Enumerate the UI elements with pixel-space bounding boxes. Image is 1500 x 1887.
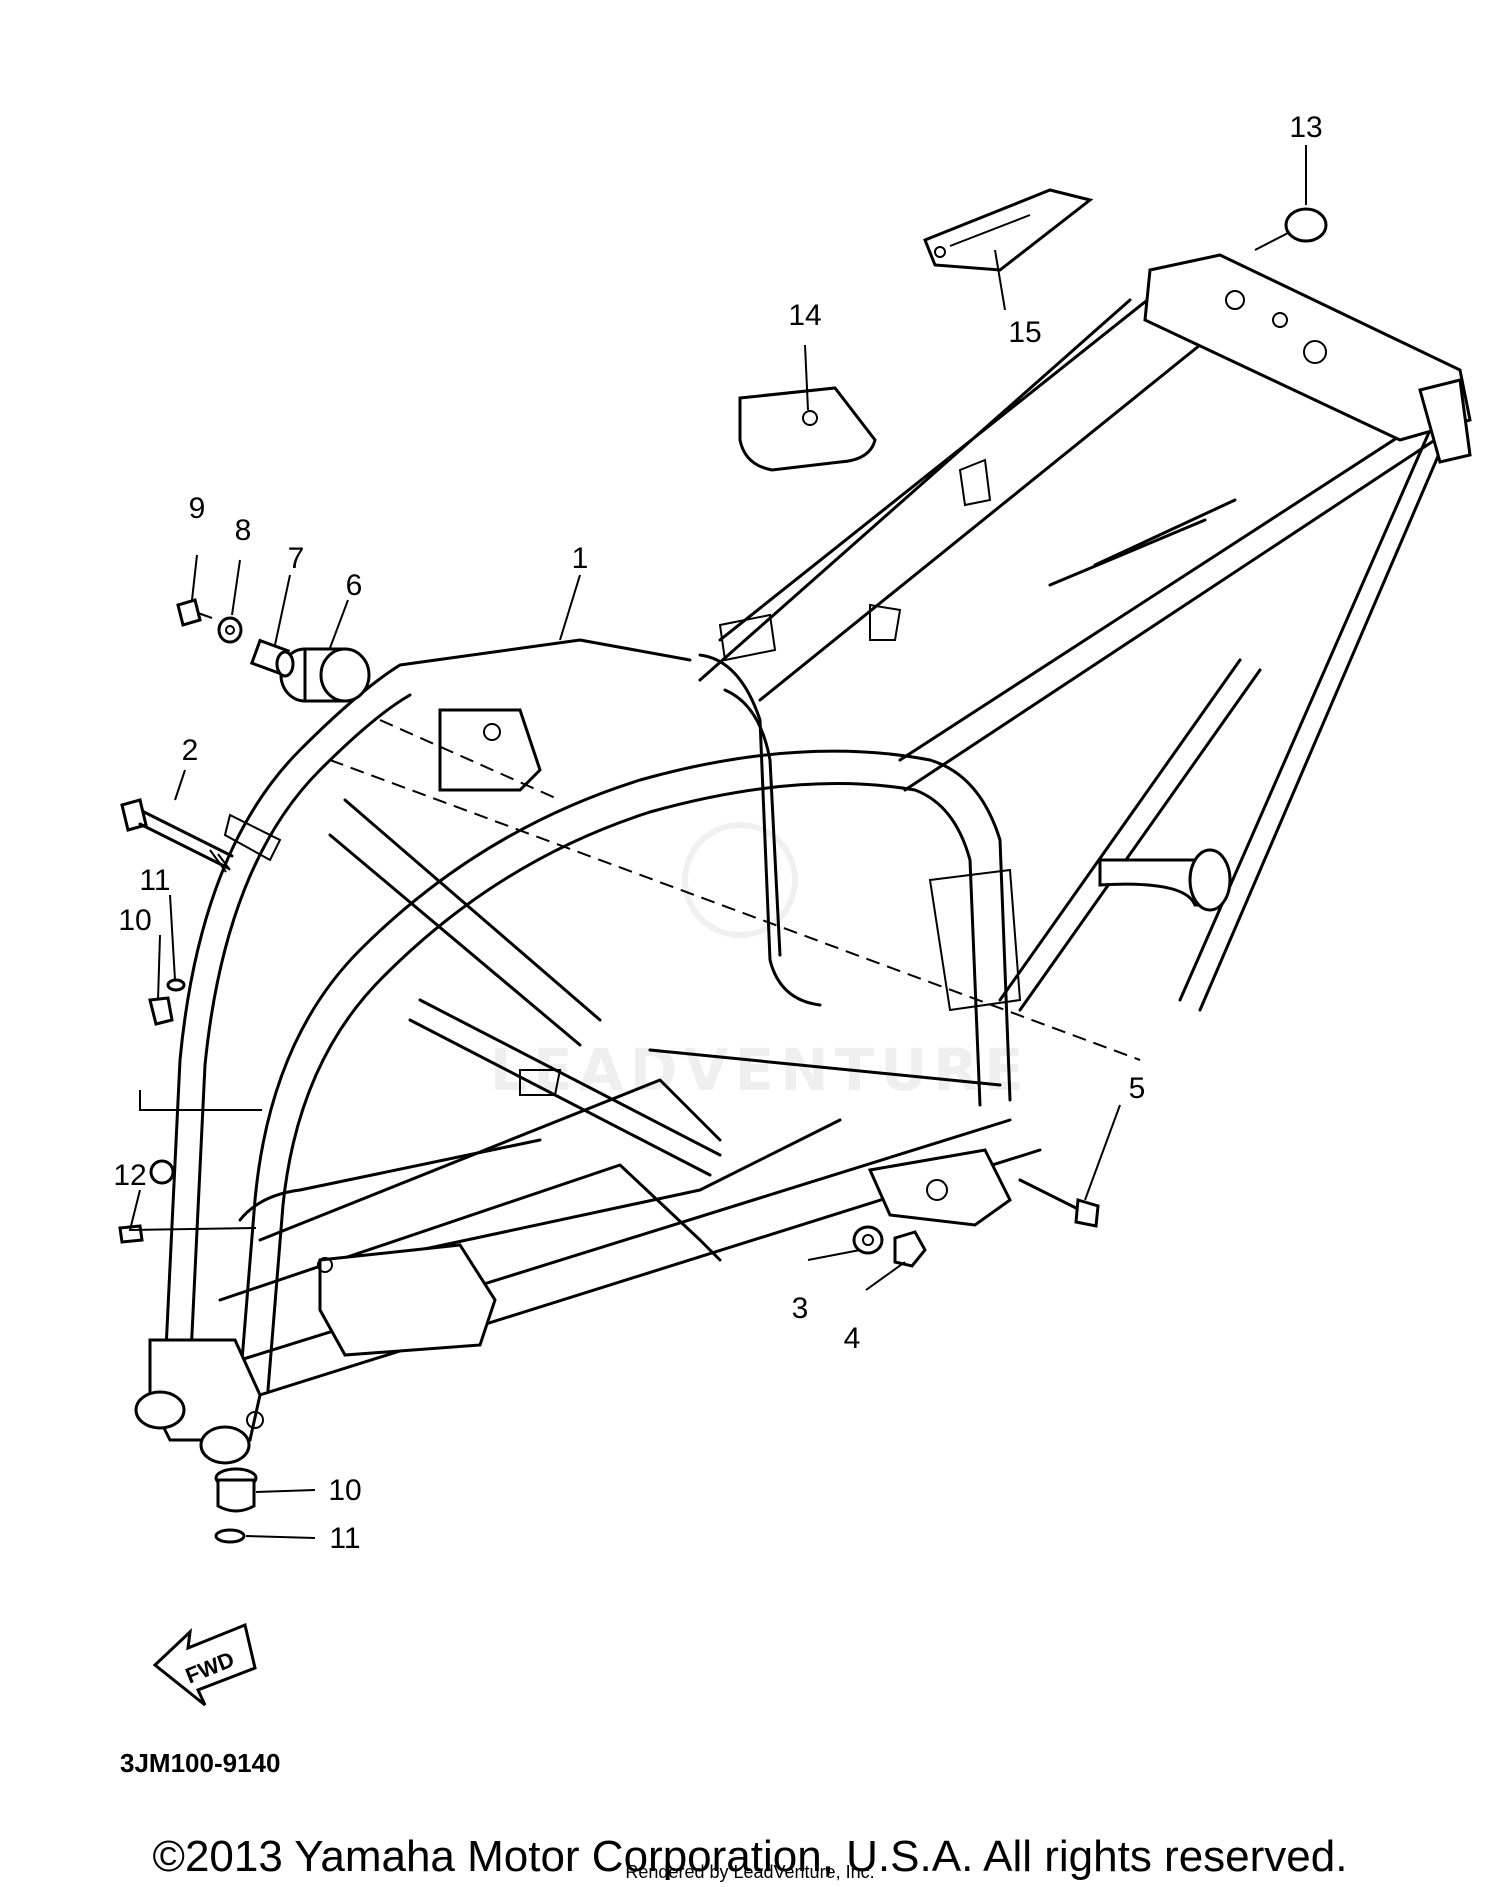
- drawing-code: 3JM100-9140: [120, 1748, 280, 1778]
- callout-9: 9: [189, 492, 206, 525]
- part-13-cap: [1254, 207, 1328, 251]
- callout-7: 7: [288, 542, 305, 575]
- part-3-washer: [852, 1225, 884, 1255]
- part-11-ring-upper: [166, 978, 186, 992]
- part-5-bolt: [1018, 1178, 1100, 1228]
- part-11-ring-lower: [214, 1528, 246, 1544]
- part-8-washer: [217, 616, 243, 644]
- rendered-by-credit: Rendered by LeadVenture, Inc.: [625, 1862, 875, 1882]
- svg-text:LEADVENTURE: LEADVENTURE: [490, 1036, 1030, 1104]
- callout-5: 5: [1129, 1072, 1146, 1105]
- callout-10-lower: 10: [328, 1474, 361, 1507]
- part-10-grommet-upper: [148, 996, 174, 1026]
- callouts: 1 2 3 4 5 6 7 8 9 10 11 12 13 14 15 10 1…: [113, 111, 1322, 1555]
- callout-10-upper: 10: [118, 904, 151, 937]
- fwd-arrow: FWD: [152, 1622, 257, 1707]
- callout-14: 14: [788, 299, 821, 332]
- callout-12: 12: [113, 1159, 146, 1192]
- callout-6: 6: [346, 569, 363, 602]
- part-12-fitting: [118, 1159, 175, 1244]
- part-15-plate: [923, 188, 1094, 272]
- part-10-grommet-lower: [214, 1467, 258, 1513]
- part-9-bolt: [176, 598, 213, 627]
- leader-lines: [128, 145, 1307, 1539]
- callout-2: 2: [182, 734, 199, 767]
- part-2-bolt: [120, 798, 234, 873]
- part-14-pad: [738, 386, 877, 472]
- copyright-notice: ©2013 Yamaha Motor Corporation, U.S.A. A…: [152, 1832, 1348, 1881]
- part-6-damper: [279, 647, 371, 703]
- callout-13: 13: [1289, 111, 1322, 144]
- callout-1: 1: [572, 542, 589, 575]
- part-4-nut: [893, 1230, 927, 1268]
- frame-assembly: [134, 253, 1472, 1465]
- callout-3: 3: [792, 1292, 809, 1325]
- callout-4: 4: [844, 1322, 861, 1355]
- watermark: LEADVENTURE: [490, 822, 1030, 1104]
- part-7-collar: [249, 638, 295, 678]
- callout-8: 8: [235, 514, 252, 547]
- callout-15: 15: [1008, 316, 1041, 349]
- callout-11-lower: 11: [329, 1522, 360, 1555]
- callout-11-upper: 11: [139, 864, 170, 897]
